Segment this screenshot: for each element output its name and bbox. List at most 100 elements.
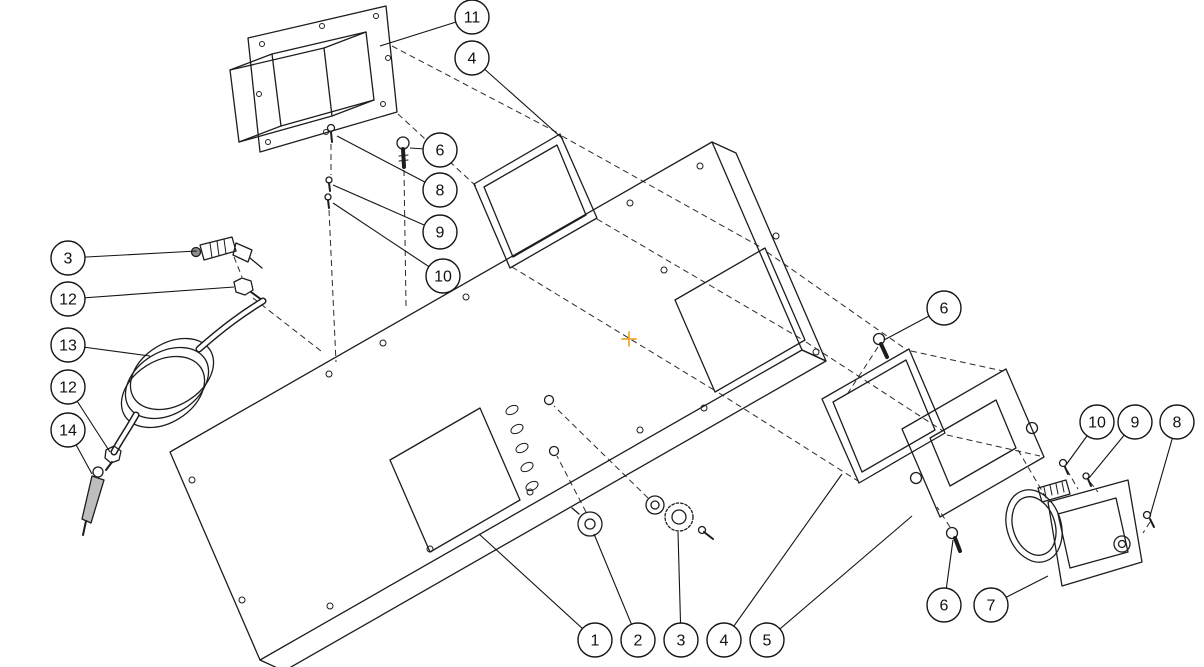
callout-6-top-balloon <box>422 132 458 168</box>
screw-8-top <box>326 123 336 143</box>
callout-6-bottom: 6 <box>926 539 962 623</box>
callout-12-lower: 12 <box>50 369 111 453</box>
panel-edge-right <box>711 141 827 362</box>
display-screen <box>1057 497 1129 569</box>
callout-3-bottom-balloon <box>663 622 699 658</box>
electrode-tip <box>81 466 105 536</box>
callout-6-top: 6 <box>409 132 458 168</box>
callout-3-bottom-leader <box>677 531 682 641</box>
callout-12-upper-leader <box>67 286 235 300</box>
callout-1-leader <box>478 533 596 641</box>
callout-2-leader <box>593 533 639 641</box>
bezel-sleeve-back <box>229 47 333 143</box>
callout-6-bottom-label: 6 <box>940 598 949 615</box>
callout-4-bottom-leader <box>723 473 843 641</box>
callout-6-right-label: 6 <box>940 301 949 318</box>
callout-8-top: 8 <box>336 135 458 208</box>
screw-6-bottom <box>945 526 962 553</box>
callout-10-top-label: 10 <box>434 269 452 286</box>
callout-6-right: 6 <box>883 290 962 341</box>
callout-13-label: 13 <box>59 338 77 355</box>
callout-8-right-label: 8 <box>1173 415 1182 432</box>
callout-11: 11 <box>379 0 490 47</box>
callout-5: 5 <box>749 515 913 658</box>
callout-12-upper-label: 12 <box>59 292 77 309</box>
callout-7-balloon <box>973 587 1009 623</box>
callout-9-right: 9 <box>1088 404 1153 479</box>
callout-4-bottom-label: 4 <box>720 633 729 650</box>
callout-4-top-leader <box>471 57 564 140</box>
callout-11-label: 11 <box>464 10 481 27</box>
callout-10-right-label: 10 <box>1088 415 1106 432</box>
callout-4-bottom: 4 <box>706 473 843 658</box>
screw-6-top <box>396 136 410 169</box>
callout-3-left-label: 3 <box>64 251 73 268</box>
callout-14-label: 14 <box>59 423 77 440</box>
knob-assembly <box>645 495 714 540</box>
gasket-right <box>821 348 946 484</box>
callout-3-left-leader <box>67 250 198 259</box>
gasket-top <box>473 133 598 269</box>
callout-10-top-balloon <box>425 258 461 294</box>
bezel-flange <box>247 5 398 153</box>
main-panel <box>169 141 827 667</box>
callout-11-balloon <box>454 0 490 35</box>
bezel-opening <box>271 31 375 127</box>
panel-edge-bottom <box>259 349 827 667</box>
callout-9-right-label: 9 <box>1131 415 1140 432</box>
callout-14-balloon <box>50 412 86 448</box>
panel-knob-hole-lower <box>548 445 560 457</box>
mounting-plate <box>901 368 1045 518</box>
hose-fitting-lower <box>104 445 122 471</box>
callout-1-balloon <box>577 622 613 658</box>
projection-lines <box>233 45 1151 534</box>
callout-3-bottom-label: 3 <box>677 633 686 650</box>
callout-7: 7 <box>973 575 1049 623</box>
callout-3-left-balloon <box>50 240 86 276</box>
callout-6-right-balloon <box>926 290 962 326</box>
screw-10-right <box>1058 458 1069 475</box>
panel-cutout-right <box>674 247 806 393</box>
callout-8-top-label: 8 <box>436 183 445 200</box>
screw-6-right <box>872 332 889 359</box>
seal-ring <box>1005 489 1063 563</box>
callout-12-upper-balloon <box>50 281 86 317</box>
panel-vent-holes <box>505 404 539 492</box>
callout-1-label: 1 <box>591 633 600 650</box>
callout-2-label: 2 <box>634 633 643 650</box>
display-knob <box>1113 535 1131 553</box>
knob-small <box>571 507 603 537</box>
callout-4-bottom-balloon <box>706 622 742 658</box>
callout-10-right: 10 <box>1065 404 1115 466</box>
callout-8-top-balloon <box>422 172 458 208</box>
callout-2: 2 <box>593 533 656 658</box>
hose-fitting-upper <box>233 277 263 301</box>
callout-13-balloon <box>50 327 86 363</box>
callout-4-top-balloon <box>454 40 490 76</box>
washer-10-top <box>324 193 332 209</box>
callout-14: 14 <box>50 412 93 475</box>
callout-5-label: 5 <box>763 633 772 650</box>
panel-screw-holes <box>188 162 820 610</box>
hose-coil <box>110 297 267 456</box>
callout-7-label: 7 <box>987 598 996 615</box>
callout-9-top-balloon <box>422 214 458 250</box>
flange-screw-holes <box>256 13 391 145</box>
display-connector <box>1037 479 1071 503</box>
callout-3-left: 3 <box>50 240 198 276</box>
callout-12-upper: 12 <box>50 281 235 317</box>
callout-10-top-leader <box>332 202 444 277</box>
panel-cutout-left <box>389 407 521 553</box>
callout-4-top-label: 4 <box>468 51 477 68</box>
callout-12-lower-balloon <box>50 369 86 405</box>
callout-6-top-label: 6 <box>436 143 445 160</box>
callout-13: 13 <box>50 327 151 363</box>
washer-9-right <box>1082 472 1092 487</box>
bezel-housing <box>229 5 398 153</box>
panel-face <box>169 141 803 661</box>
callout-8-right: 8 <box>1149 404 1195 517</box>
callout-2-balloon <box>620 622 656 658</box>
panel-knob-hole-upper <box>543 394 555 406</box>
